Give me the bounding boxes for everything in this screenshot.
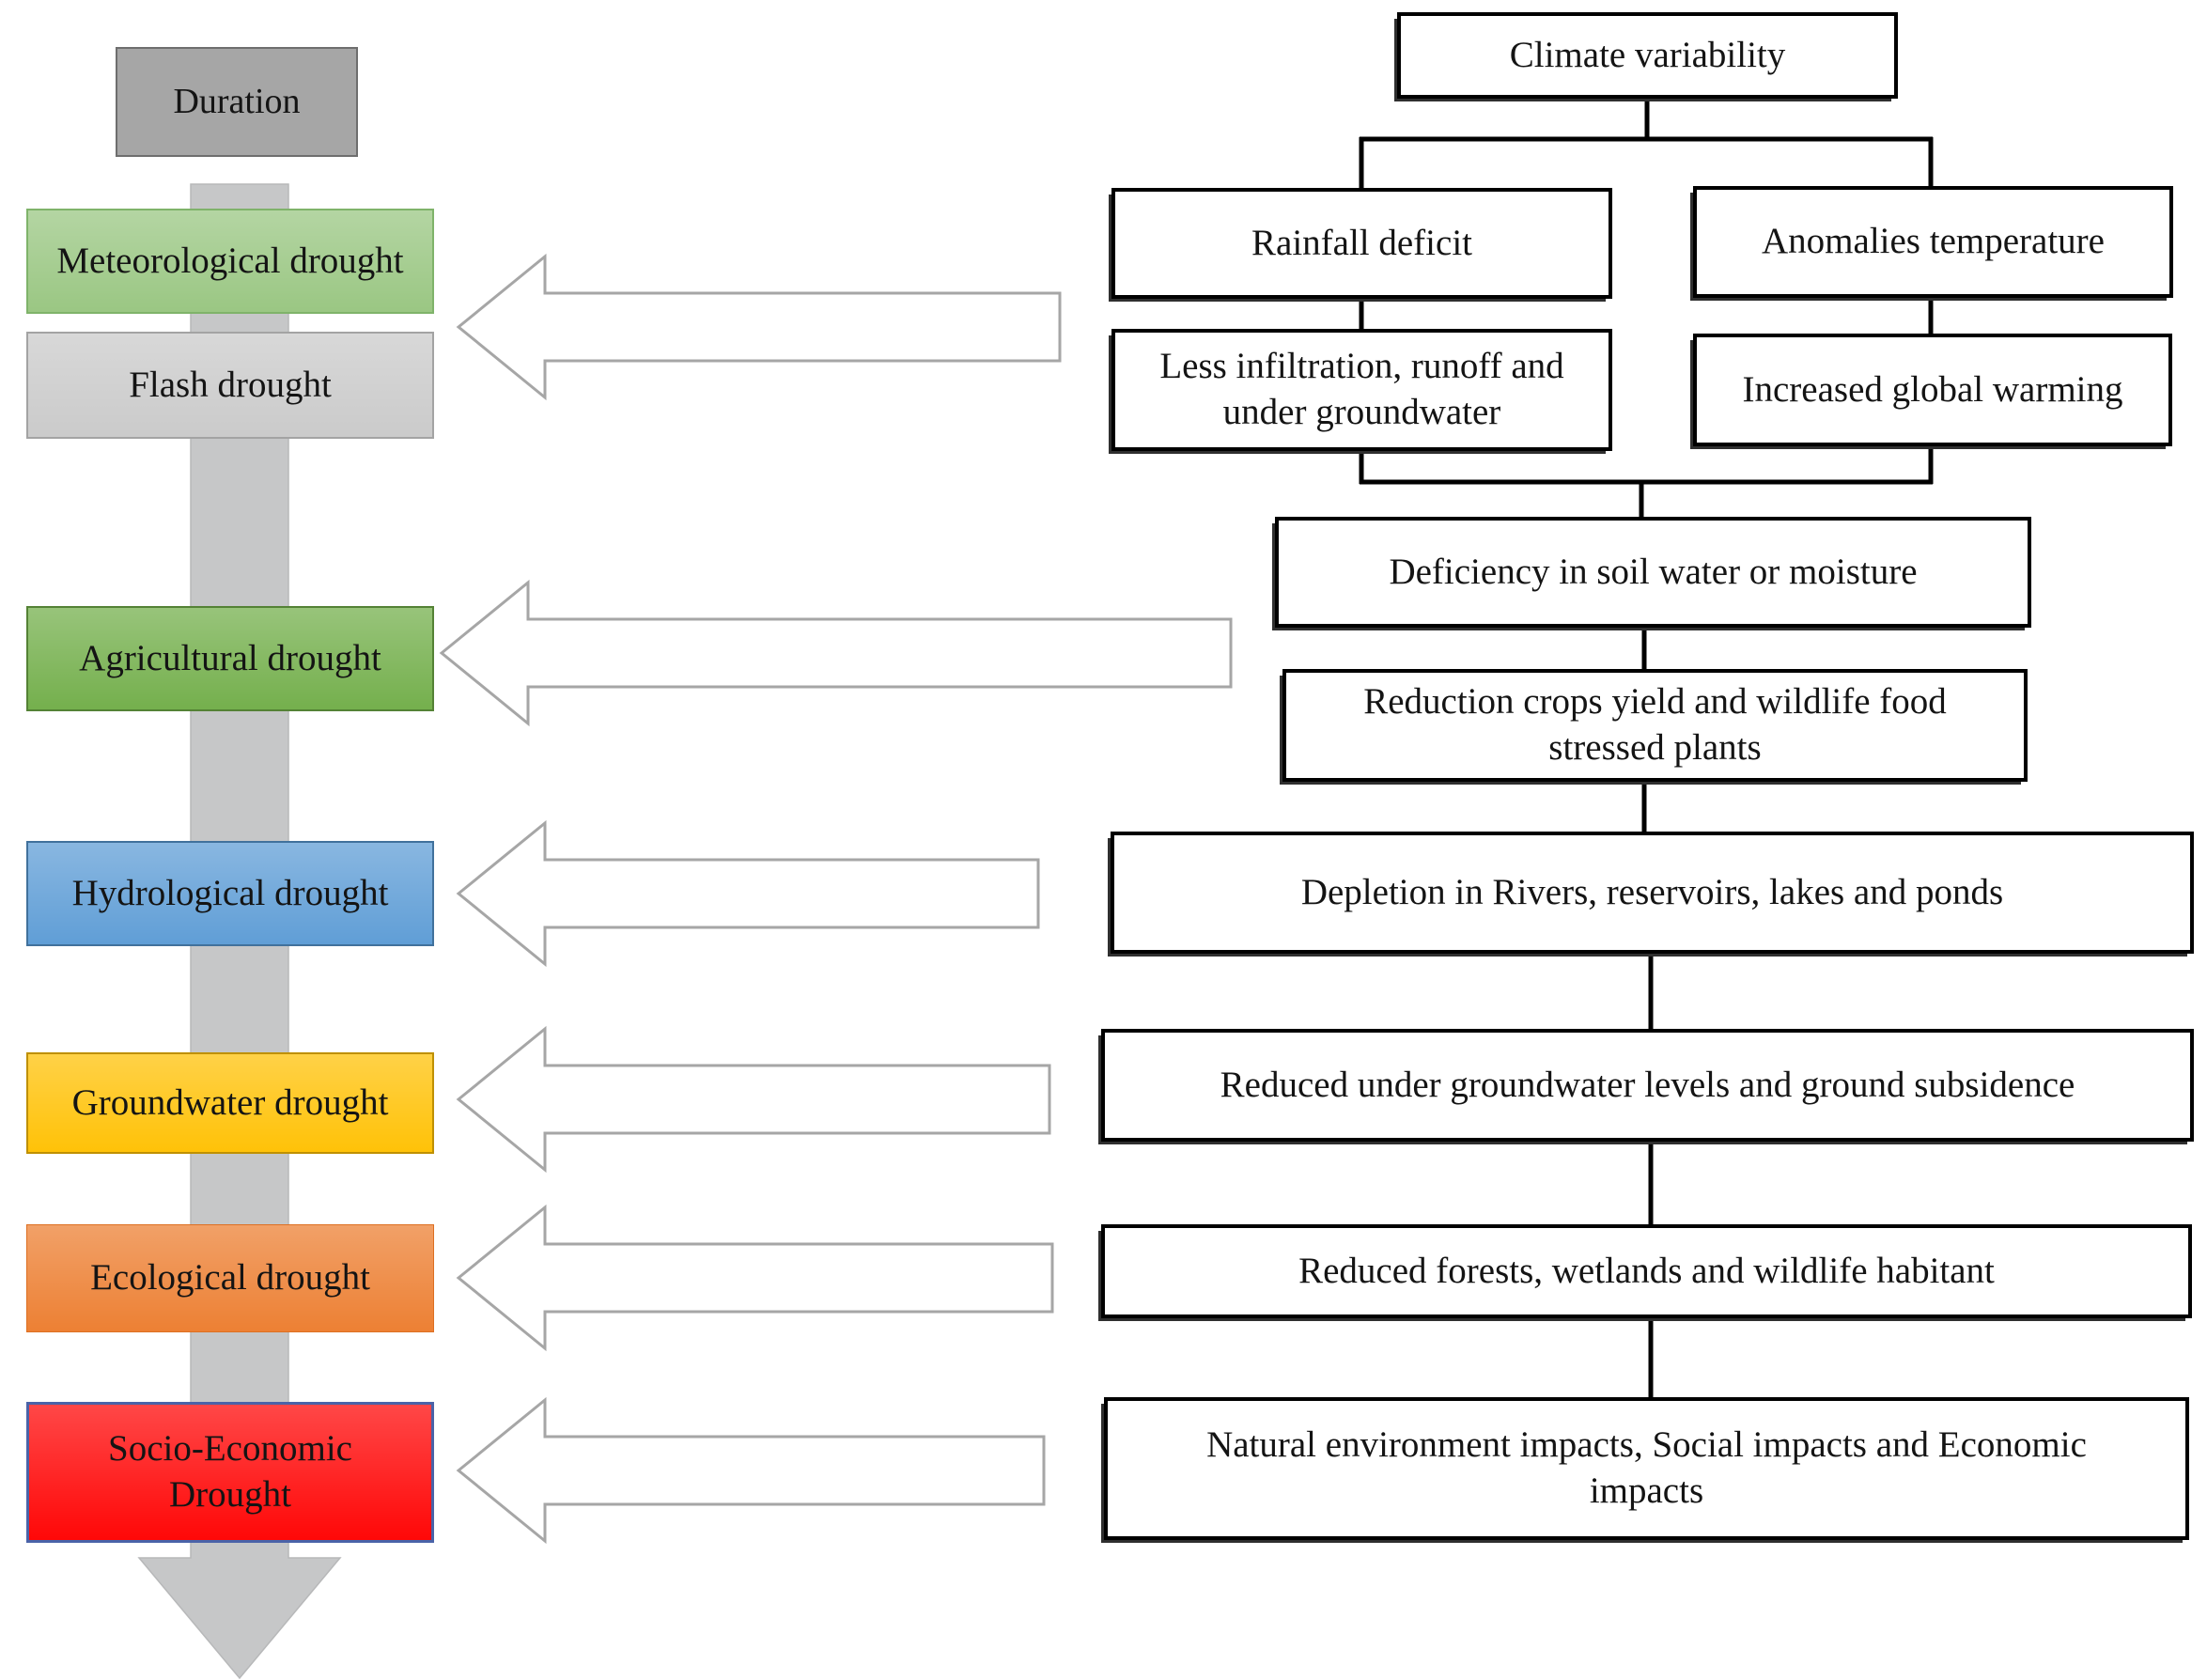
flow-box-reduction-crops-yield: Reduction crops yield and wildlife food … <box>1282 669 2028 782</box>
duration-label: Duration <box>173 81 301 121</box>
drought-box-hydrological: Hydrological drought <box>26 841 434 946</box>
drought-label-flash: Flash drought <box>129 364 332 405</box>
drought-box-agricultural: Agricultural drought <box>26 606 434 711</box>
flow-label-rainfall-deficit: Rainfall deficit <box>1251 222 1472 263</box>
flow-label-less-infiltration: Less infiltration, runoff and under grou… <box>1159 346 1564 432</box>
flow-box-rainfall-deficit: Rainfall deficit <box>1111 188 1612 299</box>
flow-label-reduced-forests: Reduced forests, wetlands and wildlife h… <box>1298 1250 1995 1291</box>
flow-label-reduction-crops-yield: Reduction crops yield and wildlife food … <box>1363 681 1947 768</box>
drought-label-groundwater: Groundwater drought <box>71 1081 389 1123</box>
flow-label-increased-global-warming: Increased global warming <box>1742 368 2123 410</box>
impact-left-arrow-icon-hydrological <box>456 819 1040 968</box>
flow-box-reduced-forests: Reduced forests, wetlands and wildlife h… <box>1101 1224 2192 1318</box>
drought-label-ecological: Ecological drought <box>90 1257 370 1299</box>
drought-label-meteorological: Meteorological drought <box>56 240 404 281</box>
flow-label-climate-variability: Climate variability <box>1509 34 1786 75</box>
impact-left-arrow-icon-meteorological <box>456 253 1062 401</box>
flow-box-less-infiltration: Less infiltration, runoff and under grou… <box>1111 329 1612 451</box>
impact-left-arrow-icon-agricultural <box>439 579 1233 727</box>
flow-label-anomalies-temperature: Anomalies temperature <box>1762 221 2105 262</box>
flow-box-increased-global-warming: Increased global warming <box>1693 334 2172 446</box>
drought-box-ecological: Ecological drought <box>26 1224 434 1332</box>
flow-label-deficiency-soil-moisture: Deficiency in soil water or moisture <box>1389 551 1918 592</box>
flow-label-natural-impacts: Natural environment impacts, Social impa… <box>1206 1424 2087 1511</box>
flow-box-anomalies-temperature: Anomalies temperature <box>1693 186 2173 298</box>
flow-label-reduced-groundwater: Reduced under groundwater levels and gro… <box>1220 1064 2075 1105</box>
drought-label-agricultural: Agricultural drought <box>79 637 381 678</box>
flow-box-reduced-groundwater: Reduced under groundwater levels and gro… <box>1101 1029 2194 1142</box>
drought-box-groundwater: Groundwater drought <box>26 1052 434 1154</box>
flow-box-depletion-rivers: Depletion in Rivers, reservoirs, lakes a… <box>1111 832 2194 954</box>
drought-box-meteorological: Meteorological drought <box>26 209 434 314</box>
drought-box-flash: Flash drought <box>26 332 434 439</box>
flow-box-climate-variability: Climate variability <box>1397 12 1898 99</box>
impact-left-arrow-icon-ecological <box>456 1204 1054 1352</box>
impact-left-arrow-icon-socio-economic <box>456 1396 1046 1545</box>
drought-label-hydrological: Hydrological drought <box>71 872 389 913</box>
flow-label-depletion-rivers: Depletion in Rivers, reservoirs, lakes a… <box>1300 871 2004 912</box>
duration-box: Duration <box>116 47 358 157</box>
impact-left-arrow-icon-groundwater <box>456 1025 1051 1174</box>
flow-box-deficiency-soil-moisture: Deficiency in soil water or moisture <box>1275 517 2031 628</box>
drought-label-socio-economic: Socio-Economic Drought <box>108 1428 352 1515</box>
flow-box-natural-impacts: Natural environment impacts, Social impa… <box>1104 1397 2189 1540</box>
drought-box-socio-economic: Socio-Economic Drought <box>26 1402 434 1543</box>
